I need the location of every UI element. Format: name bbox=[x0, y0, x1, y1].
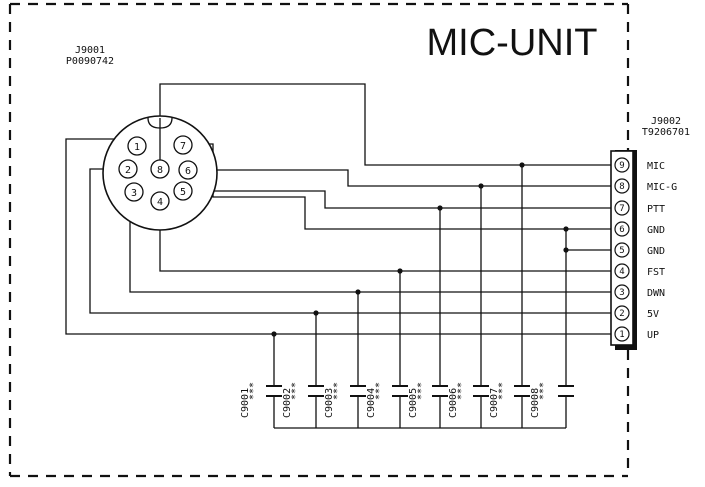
signal-label-gnd-6: GND bbox=[647, 225, 665, 236]
din-pin-4-label: 4 bbox=[157, 197, 163, 208]
wire-ptt bbox=[192, 190, 611, 209]
wire-fst bbox=[159, 208, 611, 272]
j9001-part: P0090742 bbox=[66, 56, 114, 67]
signal-label-5v: 5V bbox=[647, 309, 659, 320]
din-pin-7-label: 7 bbox=[180, 141, 186, 152]
header-pin-3-num: 3 bbox=[619, 288, 624, 298]
din-pin-4 bbox=[150, 191, 170, 211]
signal-label-mic: MIC bbox=[647, 161, 665, 172]
din-pin-3-label: 3 bbox=[131, 188, 137, 199]
header-pin-9 bbox=[614, 157, 630, 173]
cap-value-c9002: *** bbox=[290, 382, 301, 400]
header-pin-2-num: 2 bbox=[619, 309, 624, 319]
cap-value-c9005: *** bbox=[416, 382, 427, 400]
signal-label-mic-g: MIC-G bbox=[647, 182, 677, 193]
din-pin-1 bbox=[127, 136, 147, 156]
header-pin-5 bbox=[614, 242, 630, 258]
header-pin-8-num: 8 bbox=[619, 182, 624, 192]
unit-border bbox=[8, 2, 630, 478]
cap-label-c9004: C9004 bbox=[366, 388, 377, 418]
cap-value-c9007: *** bbox=[497, 382, 508, 400]
header-pin-9-num: 9 bbox=[619, 161, 624, 171]
j9002-part: T9206701 bbox=[642, 127, 690, 138]
din-pin-5-label: 5 bbox=[180, 187, 186, 198]
din-pin-8-label: 8 bbox=[157, 165, 163, 176]
header-pin-7 bbox=[614, 200, 630, 216]
din-pin-7 bbox=[173, 135, 193, 155]
cap-value-c9008: *** bbox=[538, 382, 549, 400]
j9002-header: 9 8 7 6 5 4 3 2 1 MIC MIC-G PTT GND GND … bbox=[610, 150, 677, 350]
cap-value-c9003: *** bbox=[332, 382, 343, 400]
header-pin-6-num: 6 bbox=[619, 225, 624, 235]
cap-label-c9008: C9008 bbox=[530, 388, 541, 418]
din-pin-6-label: 6 bbox=[185, 166, 191, 177]
signal-label-dwn: DWN bbox=[647, 288, 665, 299]
header-pin-6 bbox=[614, 221, 630, 237]
cap-label-c9003: C9003 bbox=[324, 388, 335, 418]
cap-value-c9006: *** bbox=[456, 382, 467, 400]
signal-label-fst: FST bbox=[647, 267, 665, 278]
wire-gnd-5 bbox=[565, 229, 611, 251]
cap-label-c9006: C9006 bbox=[448, 388, 459, 418]
header-pin-4-num: 4 bbox=[619, 267, 624, 277]
wire-mic-g bbox=[196, 169, 611, 187]
signal-label-gnd-5: GND bbox=[647, 246, 665, 257]
header-pin-1-num: 1 bbox=[619, 330, 624, 340]
header-pin-3 bbox=[614, 284, 630, 300]
din-pin-8 bbox=[150, 159, 170, 179]
header-pin-5-num: 5 bbox=[619, 246, 624, 256]
header-pin-4 bbox=[614, 263, 630, 279]
junction-dots bbox=[271, 162, 569, 337]
wire-mic bbox=[159, 83, 611, 166]
signal-label-ptt: PTT bbox=[647, 204, 665, 215]
din-pin-1-label: 1 bbox=[134, 142, 140, 153]
wire-up bbox=[65, 138, 611, 335]
cap-label-c9002: C9002 bbox=[282, 388, 293, 418]
j9002-ref: J9002 bbox=[651, 116, 681, 127]
header-pin-1 bbox=[614, 326, 630, 342]
cap-value-c9001: *** bbox=[248, 382, 259, 400]
cap-value-c9004: *** bbox=[374, 382, 385, 400]
capacitor-labels: C9001 *** C9002 *** C9003 *** C9004 *** … bbox=[240, 382, 549, 418]
header-pin-7-num: 7 bbox=[619, 204, 624, 214]
j9001-ref: J9001 bbox=[75, 45, 105, 56]
header-pin-8 bbox=[614, 178, 630, 194]
din-pin-6 bbox=[178, 160, 198, 180]
cap-label-c9005: C9005 bbox=[408, 388, 419, 418]
header-pin-2 bbox=[614, 305, 630, 321]
signal-label-up: UP bbox=[647, 330, 659, 341]
din-pins bbox=[118, 135, 198, 211]
unit-title: MIC-UNIT bbox=[427, 22, 598, 64]
din-pin-2 bbox=[118, 159, 138, 179]
din-pin-5 bbox=[173, 181, 193, 201]
din-pin-2-label: 2 bbox=[125, 165, 131, 176]
capacitor-plates bbox=[266, 385, 574, 397]
j9001-din-connector: 1 2 3 4 5 6 7 8 bbox=[102, 115, 218, 231]
cap-label-c9007: C9007 bbox=[489, 388, 500, 418]
cap-label-c9001: C9001 bbox=[240, 388, 251, 418]
din-pin-3 bbox=[124, 182, 144, 202]
